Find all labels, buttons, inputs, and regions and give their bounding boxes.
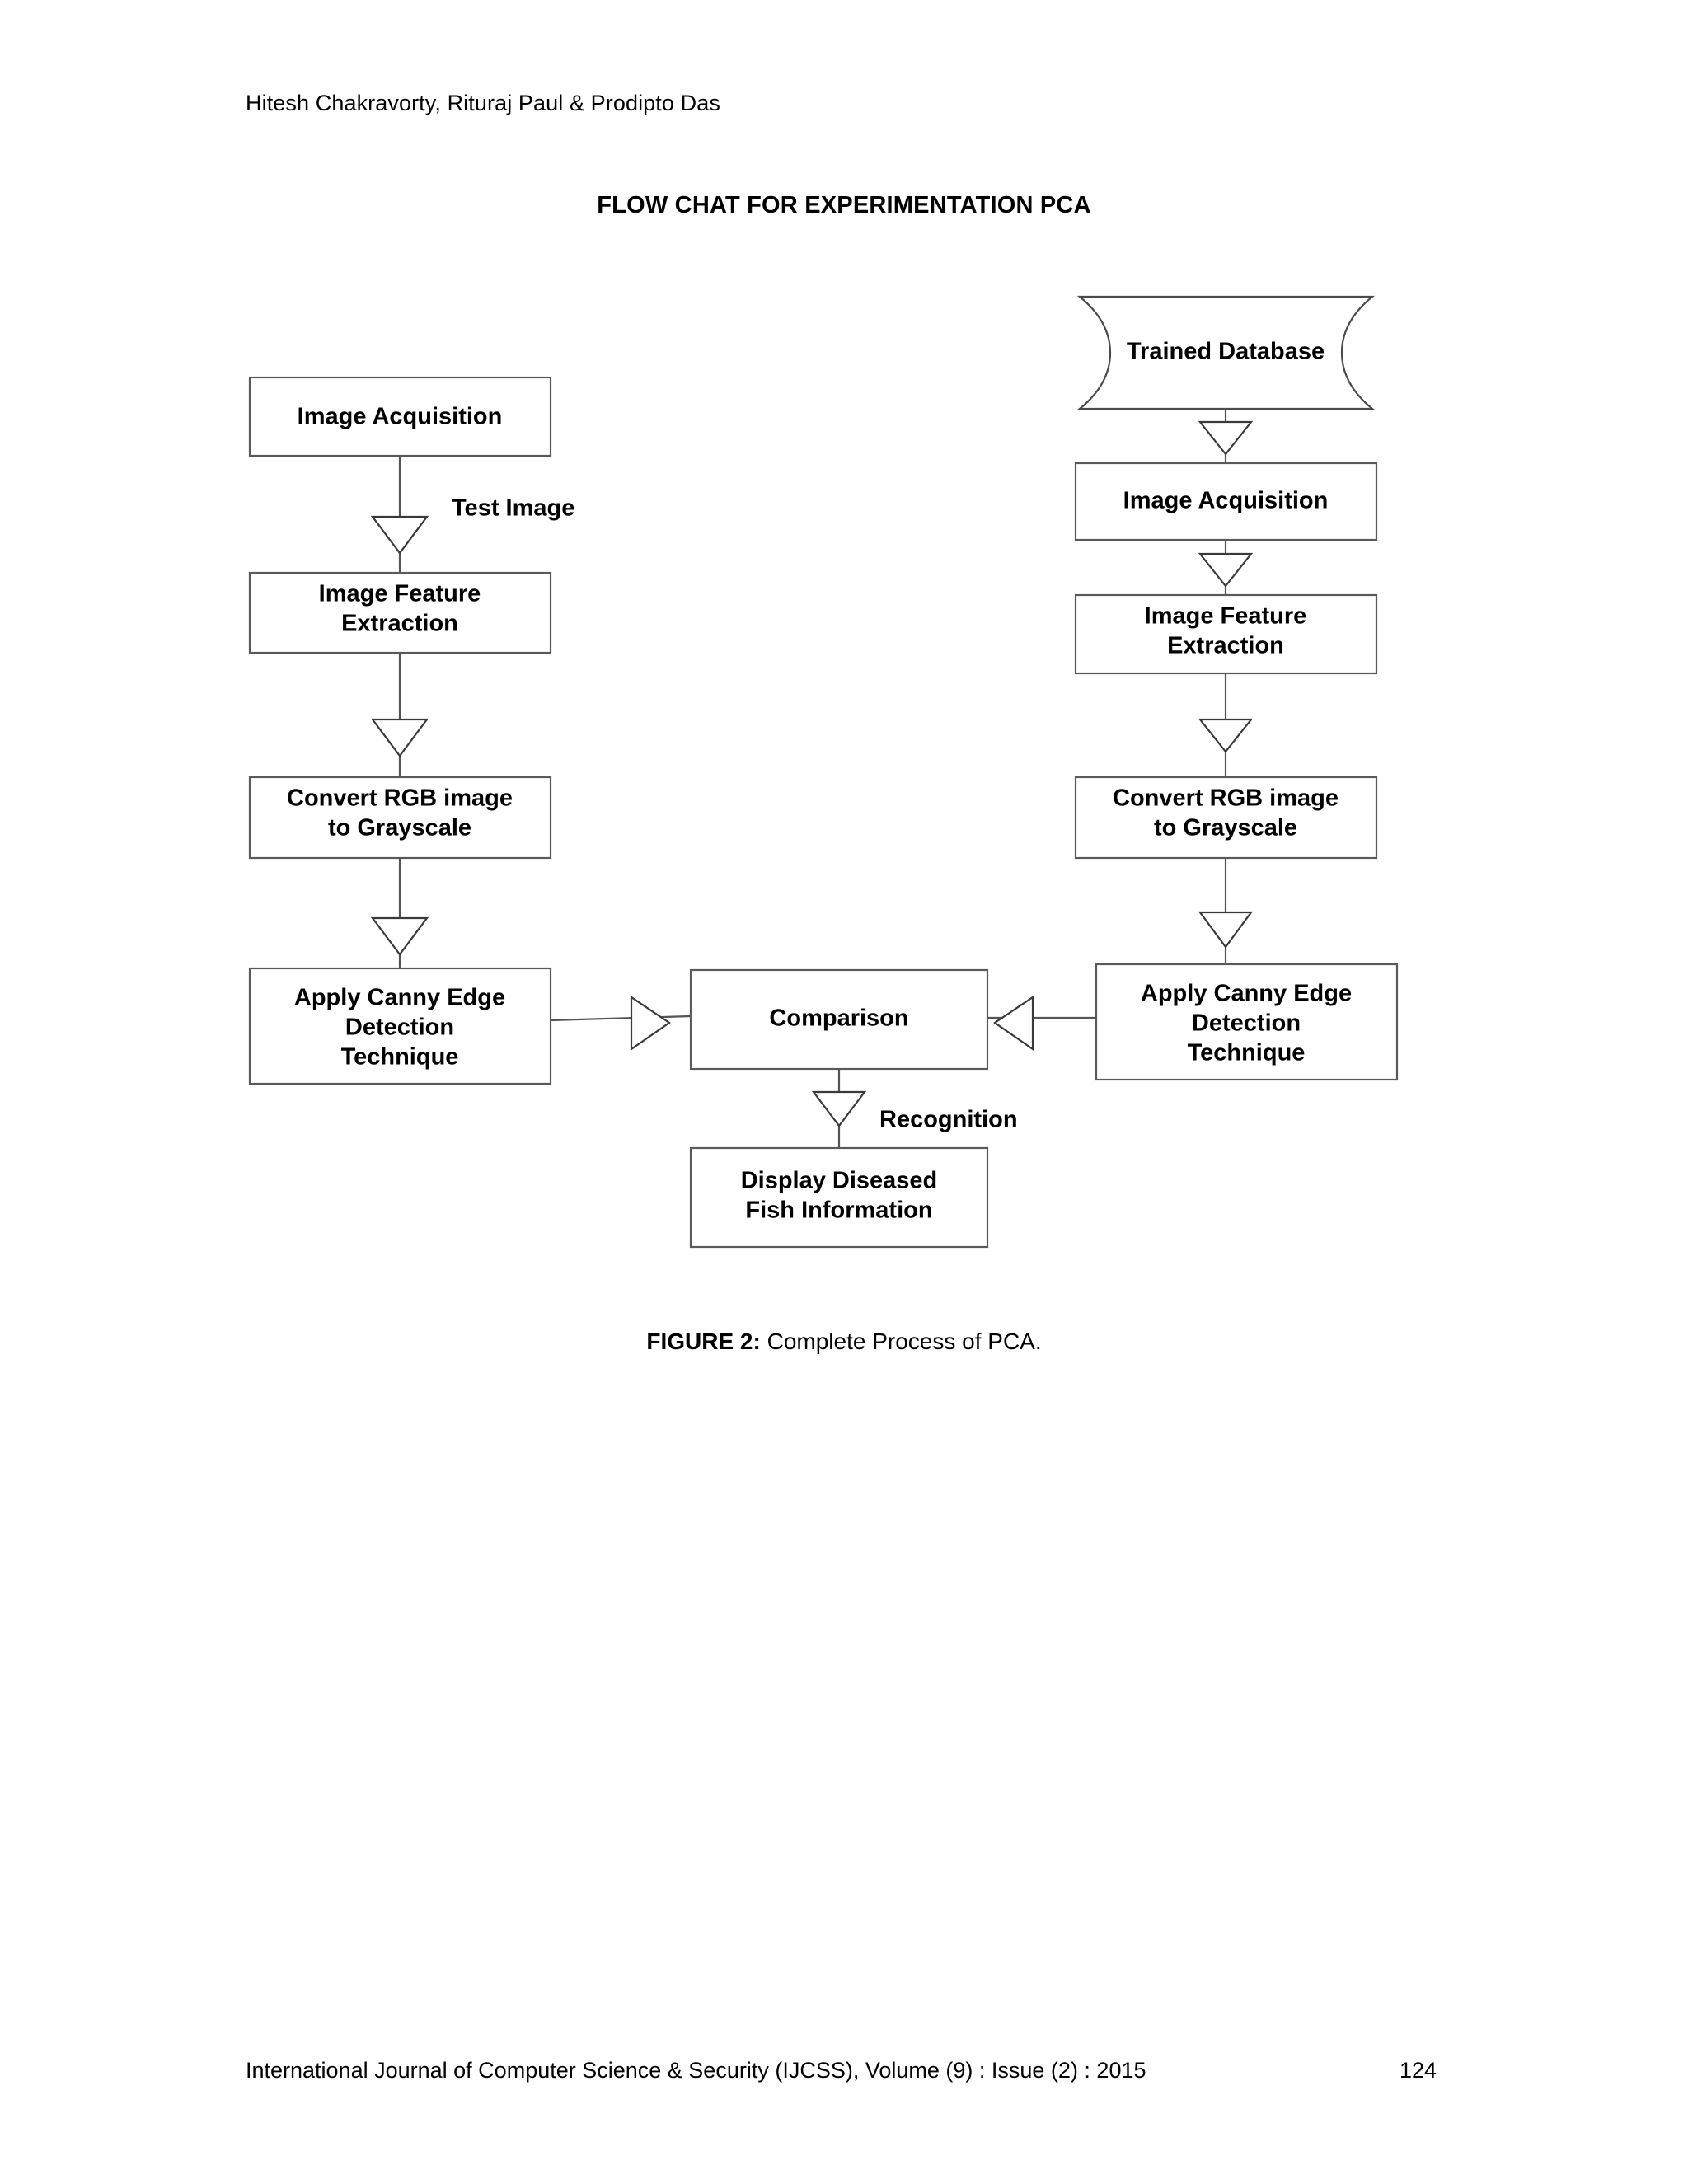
node-left-image-acquisition[interactable]: Image Acquisition xyxy=(248,376,552,457)
node-label-line1: Apply Canny Edge xyxy=(1141,981,1352,1007)
arrowhead-left-icon xyxy=(993,995,1034,1052)
edge-right-acq-to-feat xyxy=(1198,540,1254,595)
node-label-line2: Extraction xyxy=(1167,633,1284,659)
edge-left-canny-to-comparison xyxy=(550,995,692,1052)
node-label: Image Acquisition xyxy=(1123,488,1329,514)
node-box xyxy=(248,571,552,654)
node-label-line3: Technique xyxy=(1188,1040,1306,1066)
node-label: Comparison xyxy=(769,1005,908,1032)
node-label-line2: Fish Information xyxy=(745,1197,932,1224)
edge-label-recognition: Recognition xyxy=(879,1107,1018,1133)
edge-line xyxy=(550,1015,692,1022)
node-label-line2: to Grayscale xyxy=(328,815,471,841)
node-comparison[interactable]: Comparison xyxy=(689,968,989,1071)
arrowhead-down-icon xyxy=(370,916,429,956)
edge-right-canny-to-comparison xyxy=(977,995,1096,1052)
node-right-image-acquisition[interactable]: Image Acquisition xyxy=(1074,462,1378,541)
node-right-apply-canny-edge-detection[interactable]: Apply Canny Edge Detection Technique xyxy=(1095,963,1399,1081)
figure-caption: FIGURE 2: Complete Process of PCA. xyxy=(0,1329,1688,1355)
node-box xyxy=(1095,963,1399,1081)
node-label-line1: Apply Canny Edge xyxy=(294,985,505,1011)
node-label-line2: Extraction xyxy=(341,611,458,637)
flowchart-figure: Image Acquisition Test Image Image Featu… xyxy=(0,272,1688,1310)
node-box xyxy=(689,968,989,1071)
stored-data-shape xyxy=(1076,295,1376,410)
arrowhead-down-icon xyxy=(811,1090,867,1127)
node-label-line2: Detection xyxy=(345,1015,454,1041)
node-label-line2: Detection xyxy=(1192,1010,1301,1037)
node-label-line3: Technique xyxy=(341,1044,459,1071)
node-label-line2: to Grayscale xyxy=(1154,815,1297,841)
node-display-diseased-fish-information[interactable]: Display Diseased Fish Information xyxy=(689,1146,989,1249)
edge-right-feat-to-gray xyxy=(1198,673,1254,777)
node-label: Image Acquisition xyxy=(298,404,503,430)
node-label-line1: Display Diseased xyxy=(741,1168,938,1194)
node-label-line1: Image Feature xyxy=(319,581,481,607)
node-label-line1: Image Feature xyxy=(1145,603,1307,630)
arrowhead-down-icon xyxy=(370,515,429,555)
node-box xyxy=(689,1146,989,1249)
node-left-image-feature-extraction[interactable]: Image Feature Extraction xyxy=(248,571,552,654)
arrowhead-down-icon xyxy=(370,718,429,757)
node-label: Trained Database xyxy=(1127,339,1325,365)
node-right-convert-rgb-to-grayscale[interactable]: Convert RGB image to Grayscale xyxy=(1074,776,1378,860)
running-head: Hitesh Chakravorty, Rituraj Paul & Prodi… xyxy=(246,91,720,115)
arrowhead-down-icon xyxy=(1198,718,1254,753)
arrowhead-down-icon xyxy=(1198,911,1254,949)
node-left-convert-rgb-to-grayscale[interactable]: Convert RGB image to Grayscale xyxy=(248,776,552,860)
footer-journal-text: International Journal of Computer Scienc… xyxy=(246,2058,1146,2083)
node-right-image-feature-extraction[interactable]: Image Feature Extraction xyxy=(1074,593,1378,675)
arrowhead-down-icon xyxy=(1198,552,1254,588)
edge-comparison-to-display xyxy=(811,1069,867,1148)
edge-right-gray-to-canny xyxy=(1198,858,1254,964)
node-label-line1: Convert RGB image xyxy=(287,785,513,812)
flowchart-svg: Image Acquisition Test Image Image Featu… xyxy=(248,295,1399,1249)
node-box xyxy=(1074,462,1378,541)
node-box xyxy=(248,967,552,1085)
figure-title: FLOW CHAT FOR EXPERIMENTATION PCA xyxy=(597,192,1091,218)
node-box xyxy=(248,376,552,457)
edge-left-gray-to-canny xyxy=(370,858,429,968)
arrowhead-right-icon xyxy=(630,995,671,1052)
figure-caption-text: Complete Process of PCA. xyxy=(760,1329,1042,1354)
node-trained-database[interactable]: Trained Database xyxy=(1076,295,1376,410)
edge-left-acq-to-feat xyxy=(370,456,429,573)
footer-page-number: 124 xyxy=(1400,2058,1437,2083)
figure-caption-label: FIGURE 2: xyxy=(646,1329,761,1354)
arrowhead-down-icon xyxy=(1198,420,1254,456)
edge-db-to-right-acq xyxy=(1198,409,1254,463)
node-box xyxy=(248,776,552,860)
node-left-apply-canny-edge-detection[interactable]: Apply Canny Edge Detection Technique xyxy=(248,967,552,1085)
edge-left-feat-to-gray xyxy=(370,653,429,777)
edge-label-test-image: Test Image xyxy=(452,495,574,522)
node-label-line1: Convert RGB image xyxy=(1113,785,1339,812)
